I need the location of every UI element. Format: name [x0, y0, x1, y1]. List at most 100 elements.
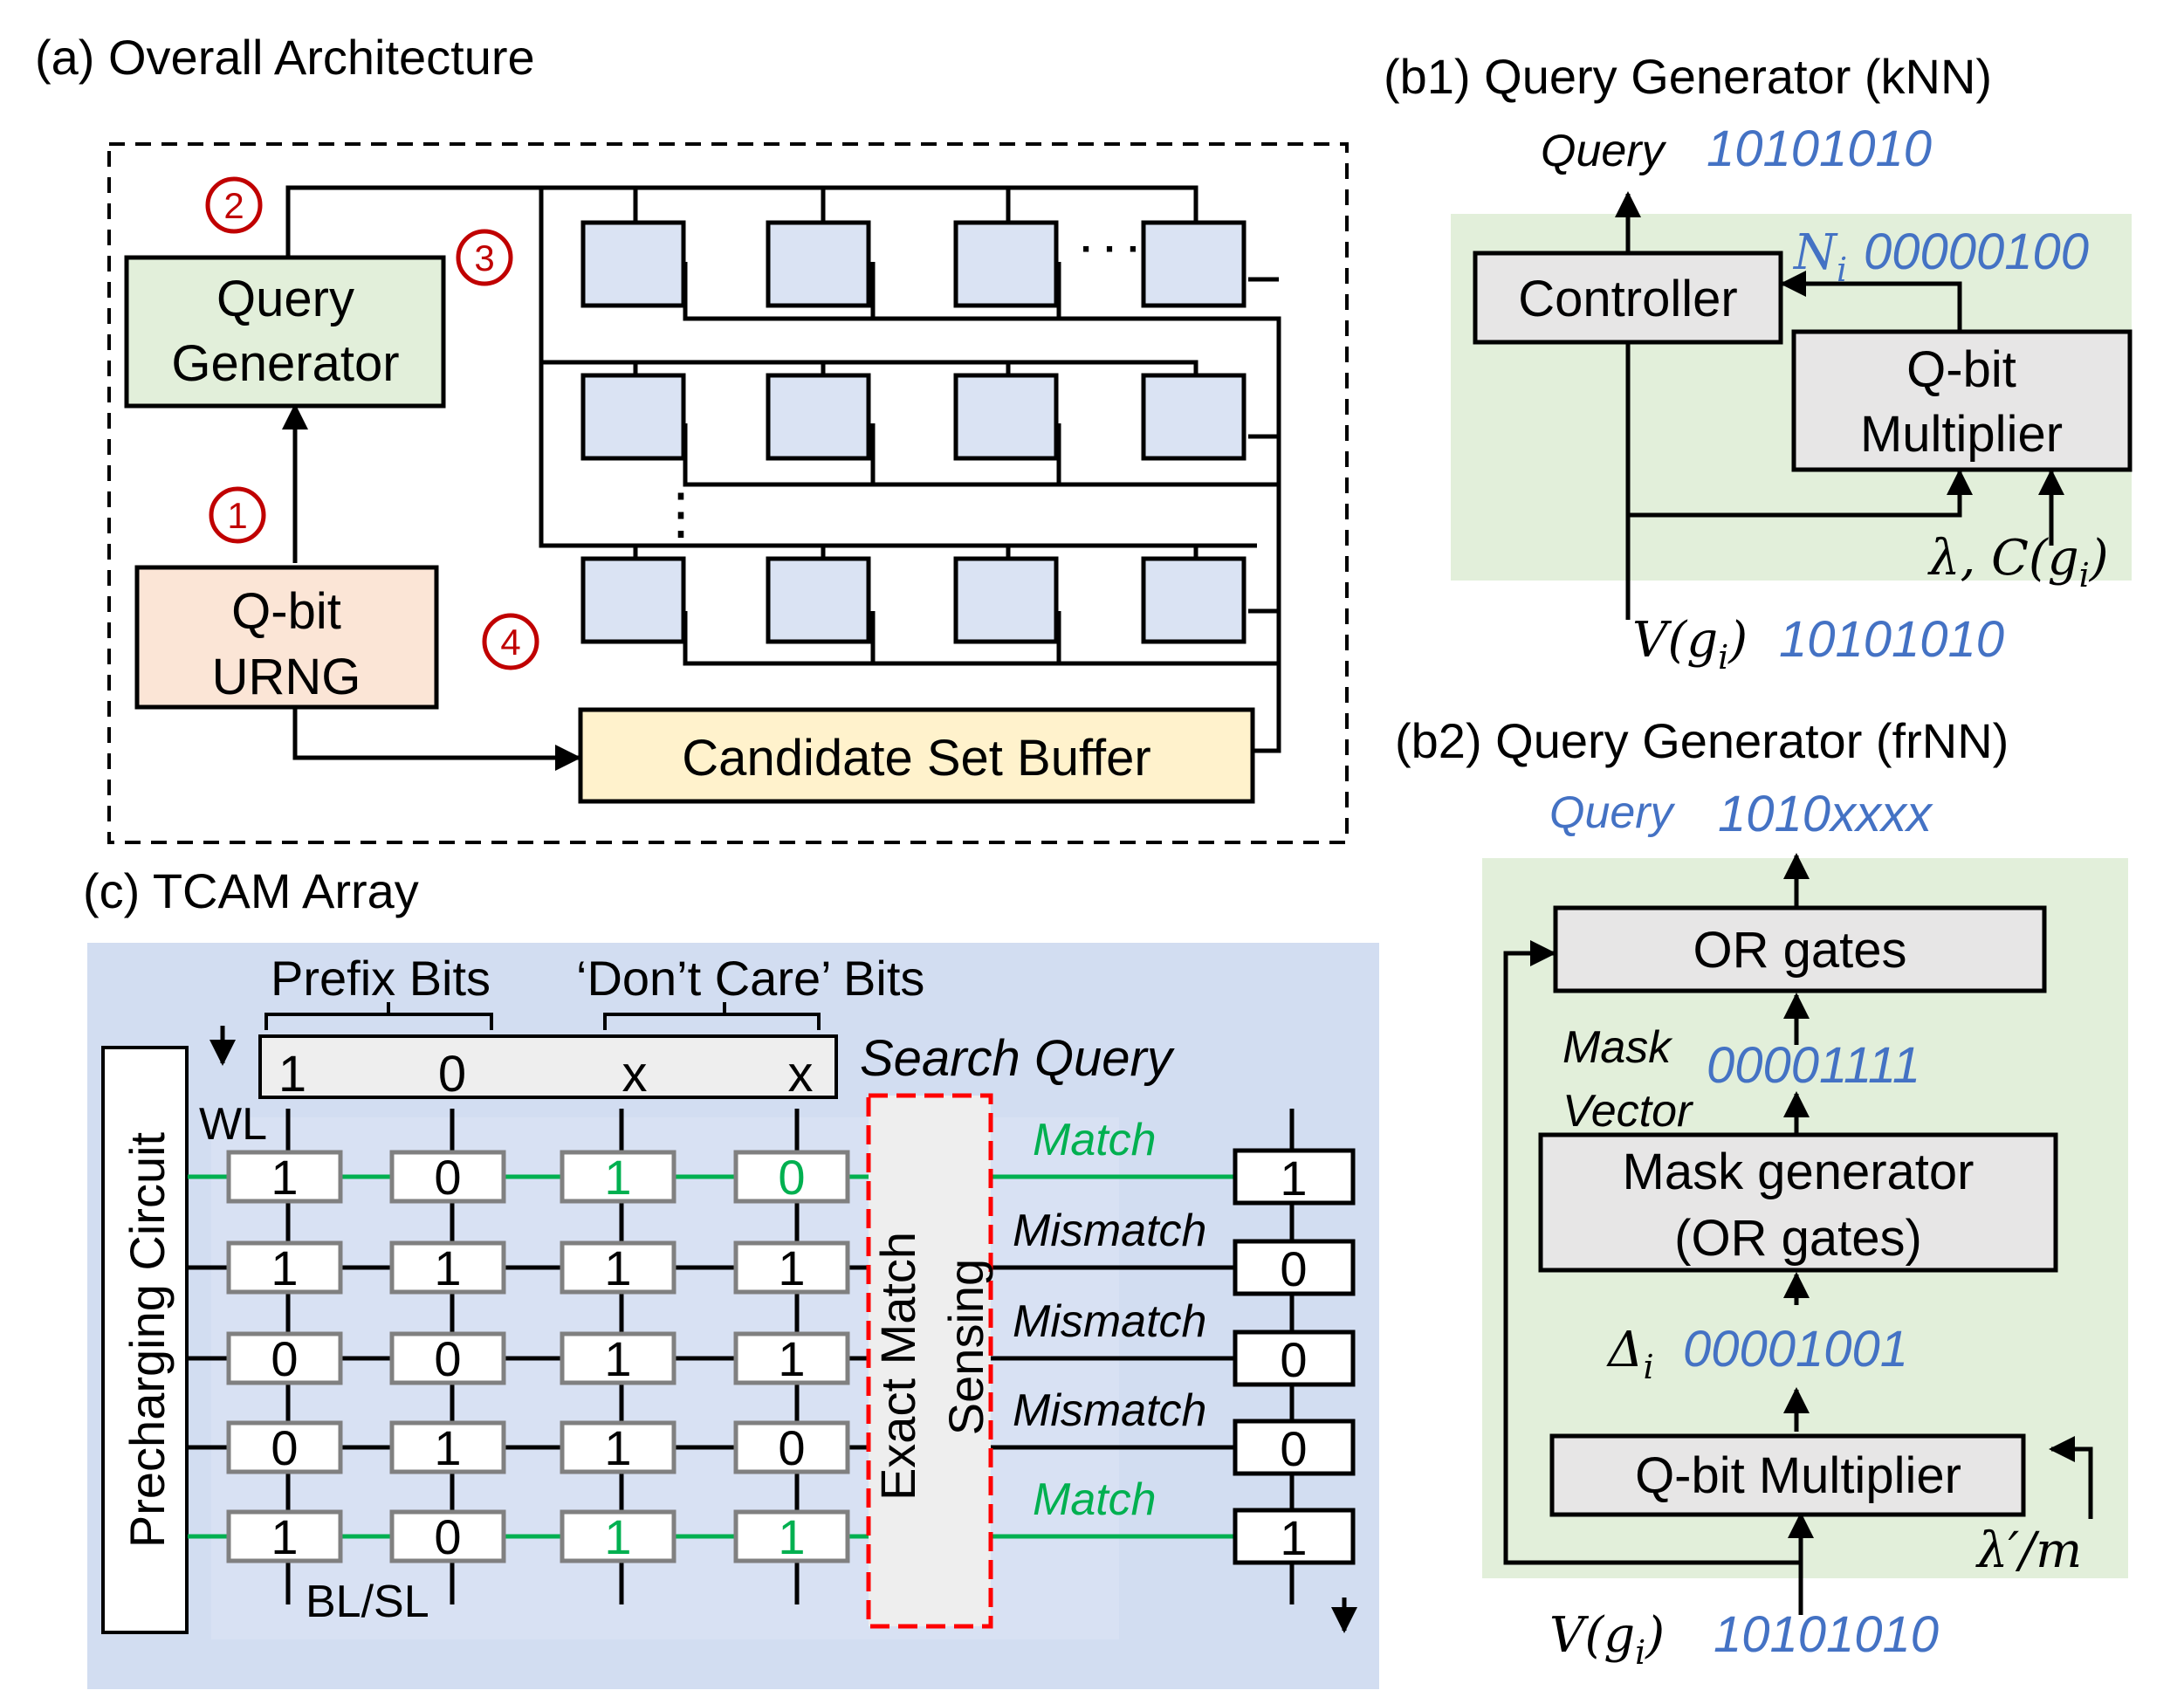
or-gates-label: OR gates: [1693, 922, 1907, 979]
tcam-cell-bit: 1: [604, 1150, 631, 1205]
b1-query-label: Query: [1541, 126, 1667, 176]
panel-b2: (b2) Query Generator (frNN) Query 1010xx…: [1395, 713, 2128, 1672]
b2-multiplier-box: [1549, 1433, 2026, 1517]
b1-v-value: 10101010: [1779, 611, 2004, 668]
tcam-cell: [389, 1331, 506, 1385]
tcam-row: 1 0 1 0 Match 1: [188, 1115, 1356, 1206]
dontcare-bits-label: ‘Don’t Care’ Bits: [576, 951, 924, 1006]
tcam-cell: [226, 1240, 343, 1295]
step-2-label: 2: [223, 185, 244, 226]
tcam-cell: [560, 1150, 676, 1204]
tcam-block: [580, 556, 686, 644]
tcam-cell-bit: 1: [778, 1509, 805, 1564]
precharging-circuit-label: Precharging Circuit: [120, 1131, 175, 1548]
tcam-cell: [560, 1240, 676, 1295]
match-status-label: Match: [1033, 1474, 1157, 1525]
step-markers: [205, 176, 539, 670]
tcam-cell-bit: 0: [434, 1150, 461, 1205]
tcam-cell-bit: 1: [271, 1509, 298, 1564]
output-bit: 0: [1280, 1421, 1307, 1476]
tcam-cell-bit: 1: [271, 1150, 298, 1205]
urng-box: [134, 565, 439, 710]
prefix-brace: [264, 1002, 493, 1030]
tcam-cell: [733, 1150, 850, 1204]
tcam-cell-bit: 1: [434, 1240, 461, 1295]
match-status-label: Mismatch: [1013, 1296, 1206, 1347]
step-1-label: 1: [227, 495, 247, 536]
tcam-cell-bit: 0: [434, 1509, 461, 1564]
tcam-block-grid: [580, 220, 1247, 644]
tcam-cell: [389, 1509, 506, 1563]
tcam-cell: [560, 1509, 676, 1563]
step-3-label: 3: [474, 237, 494, 278]
output-bit: 1: [1280, 1151, 1307, 1206]
match-status-label: Match: [1033, 1115, 1157, 1165]
tcam-block: [953, 373, 1059, 461]
mask-generator-line2: (OR gates): [1674, 1210, 1922, 1267]
mask-vector-value: 00001111: [1707, 1037, 1920, 1094]
tcam-block: [580, 373, 686, 461]
output-bit: 0: [1280, 1241, 1307, 1296]
tcam-cell: [226, 1420, 343, 1474]
b1-query-value: 10101010: [1707, 120, 1932, 177]
tcam-cell: [226, 1509, 343, 1563]
tcam-cell: [389, 1240, 506, 1295]
controller-label: Controller: [1518, 271, 1737, 327]
tcam-cell: [389, 1150, 506, 1204]
b1-multiplier-box: [1791, 329, 2132, 472]
candidate-set-buffer: [578, 707, 1255, 804]
b1-v-label: V(gi): [1632, 612, 1748, 677]
tcam-block: [580, 220, 686, 308]
panel-c: (c) TCAM Array Prefix Bits ‘Don’t Care’ …: [83, 863, 1379, 1689]
b2-v-label: V(gi): [1549, 1607, 1665, 1672]
output-bit: 0: [1280, 1332, 1307, 1387]
sensing-line2: Sensing: [938, 1259, 993, 1435]
tcam-cell-bit: 1: [778, 1240, 805, 1295]
b1-multiplier-line2: Multiplier: [1860, 406, 2063, 463]
b2-query-value: 1010xxxx: [1718, 786, 1933, 842]
blsl-label: BL/SL: [306, 1577, 429, 1627]
search-query-bit: x: [788, 1046, 814, 1103]
mask-generator-box: [1538, 1132, 2058, 1273]
tcam-cell: [733, 1420, 850, 1474]
step-marker: [456, 229, 513, 286]
panel-a-title: (a) Overall Architecture: [35, 30, 535, 85]
query-generator-box: [124, 255, 446, 409]
ni-label: Ni: [1792, 224, 1847, 289]
urng-line1: Q-bit: [231, 583, 341, 640]
b2-multiplier-label: Q-bit Multiplier: [1635, 1447, 1961, 1504]
panel-b1-title: (b1) Query Generator (kNN): [1384, 49, 1992, 104]
tcam-cell-bit: 0: [778, 1420, 805, 1475]
tcam-cell-bit: 0: [778, 1150, 805, 1205]
step-marker: [209, 486, 266, 544]
tcam-cell: [560, 1331, 676, 1385]
tcam-cell: [389, 1420, 506, 1474]
b2-lambda-label: λ′/m: [1975, 1522, 2082, 1579]
mask-generator-line1: Mask generator: [1623, 1144, 1975, 1200]
panel-c-title: (c) TCAM Array: [83, 863, 419, 918]
b1-multiplier-line1: Q-bit: [1906, 341, 2016, 398]
tcam-block: [953, 220, 1059, 308]
tcam-cell: [733, 1331, 850, 1385]
match-status-label: Mismatch: [1013, 1206, 1206, 1256]
wl-label: WL: [199, 1099, 267, 1150]
urng-line2: URNG: [212, 649, 361, 705]
b2-v-value: 10101010: [1714, 1606, 1939, 1663]
panel-a: (a) Overall Architecture: [35, 30, 1349, 844]
tcam-cell: [226, 1150, 343, 1204]
delta-label: Δi: [1606, 1322, 1654, 1386]
output-cell: [1233, 1239, 1356, 1296]
tcam-cell-bit: 0: [271, 1420, 298, 1475]
search-query-bit: x: [622, 1046, 648, 1103]
output-cell: [1233, 1330, 1356, 1387]
output-bit: 1: [1280, 1510, 1307, 1565]
search-query-box: [258, 1034, 838, 1099]
search-query-bits: 1 0 x x: [278, 1046, 814, 1103]
exact-match-sensing-box: [866, 1093, 993, 1629]
tcam-block: [1141, 556, 1247, 644]
tcam-block: [1141, 373, 1247, 461]
